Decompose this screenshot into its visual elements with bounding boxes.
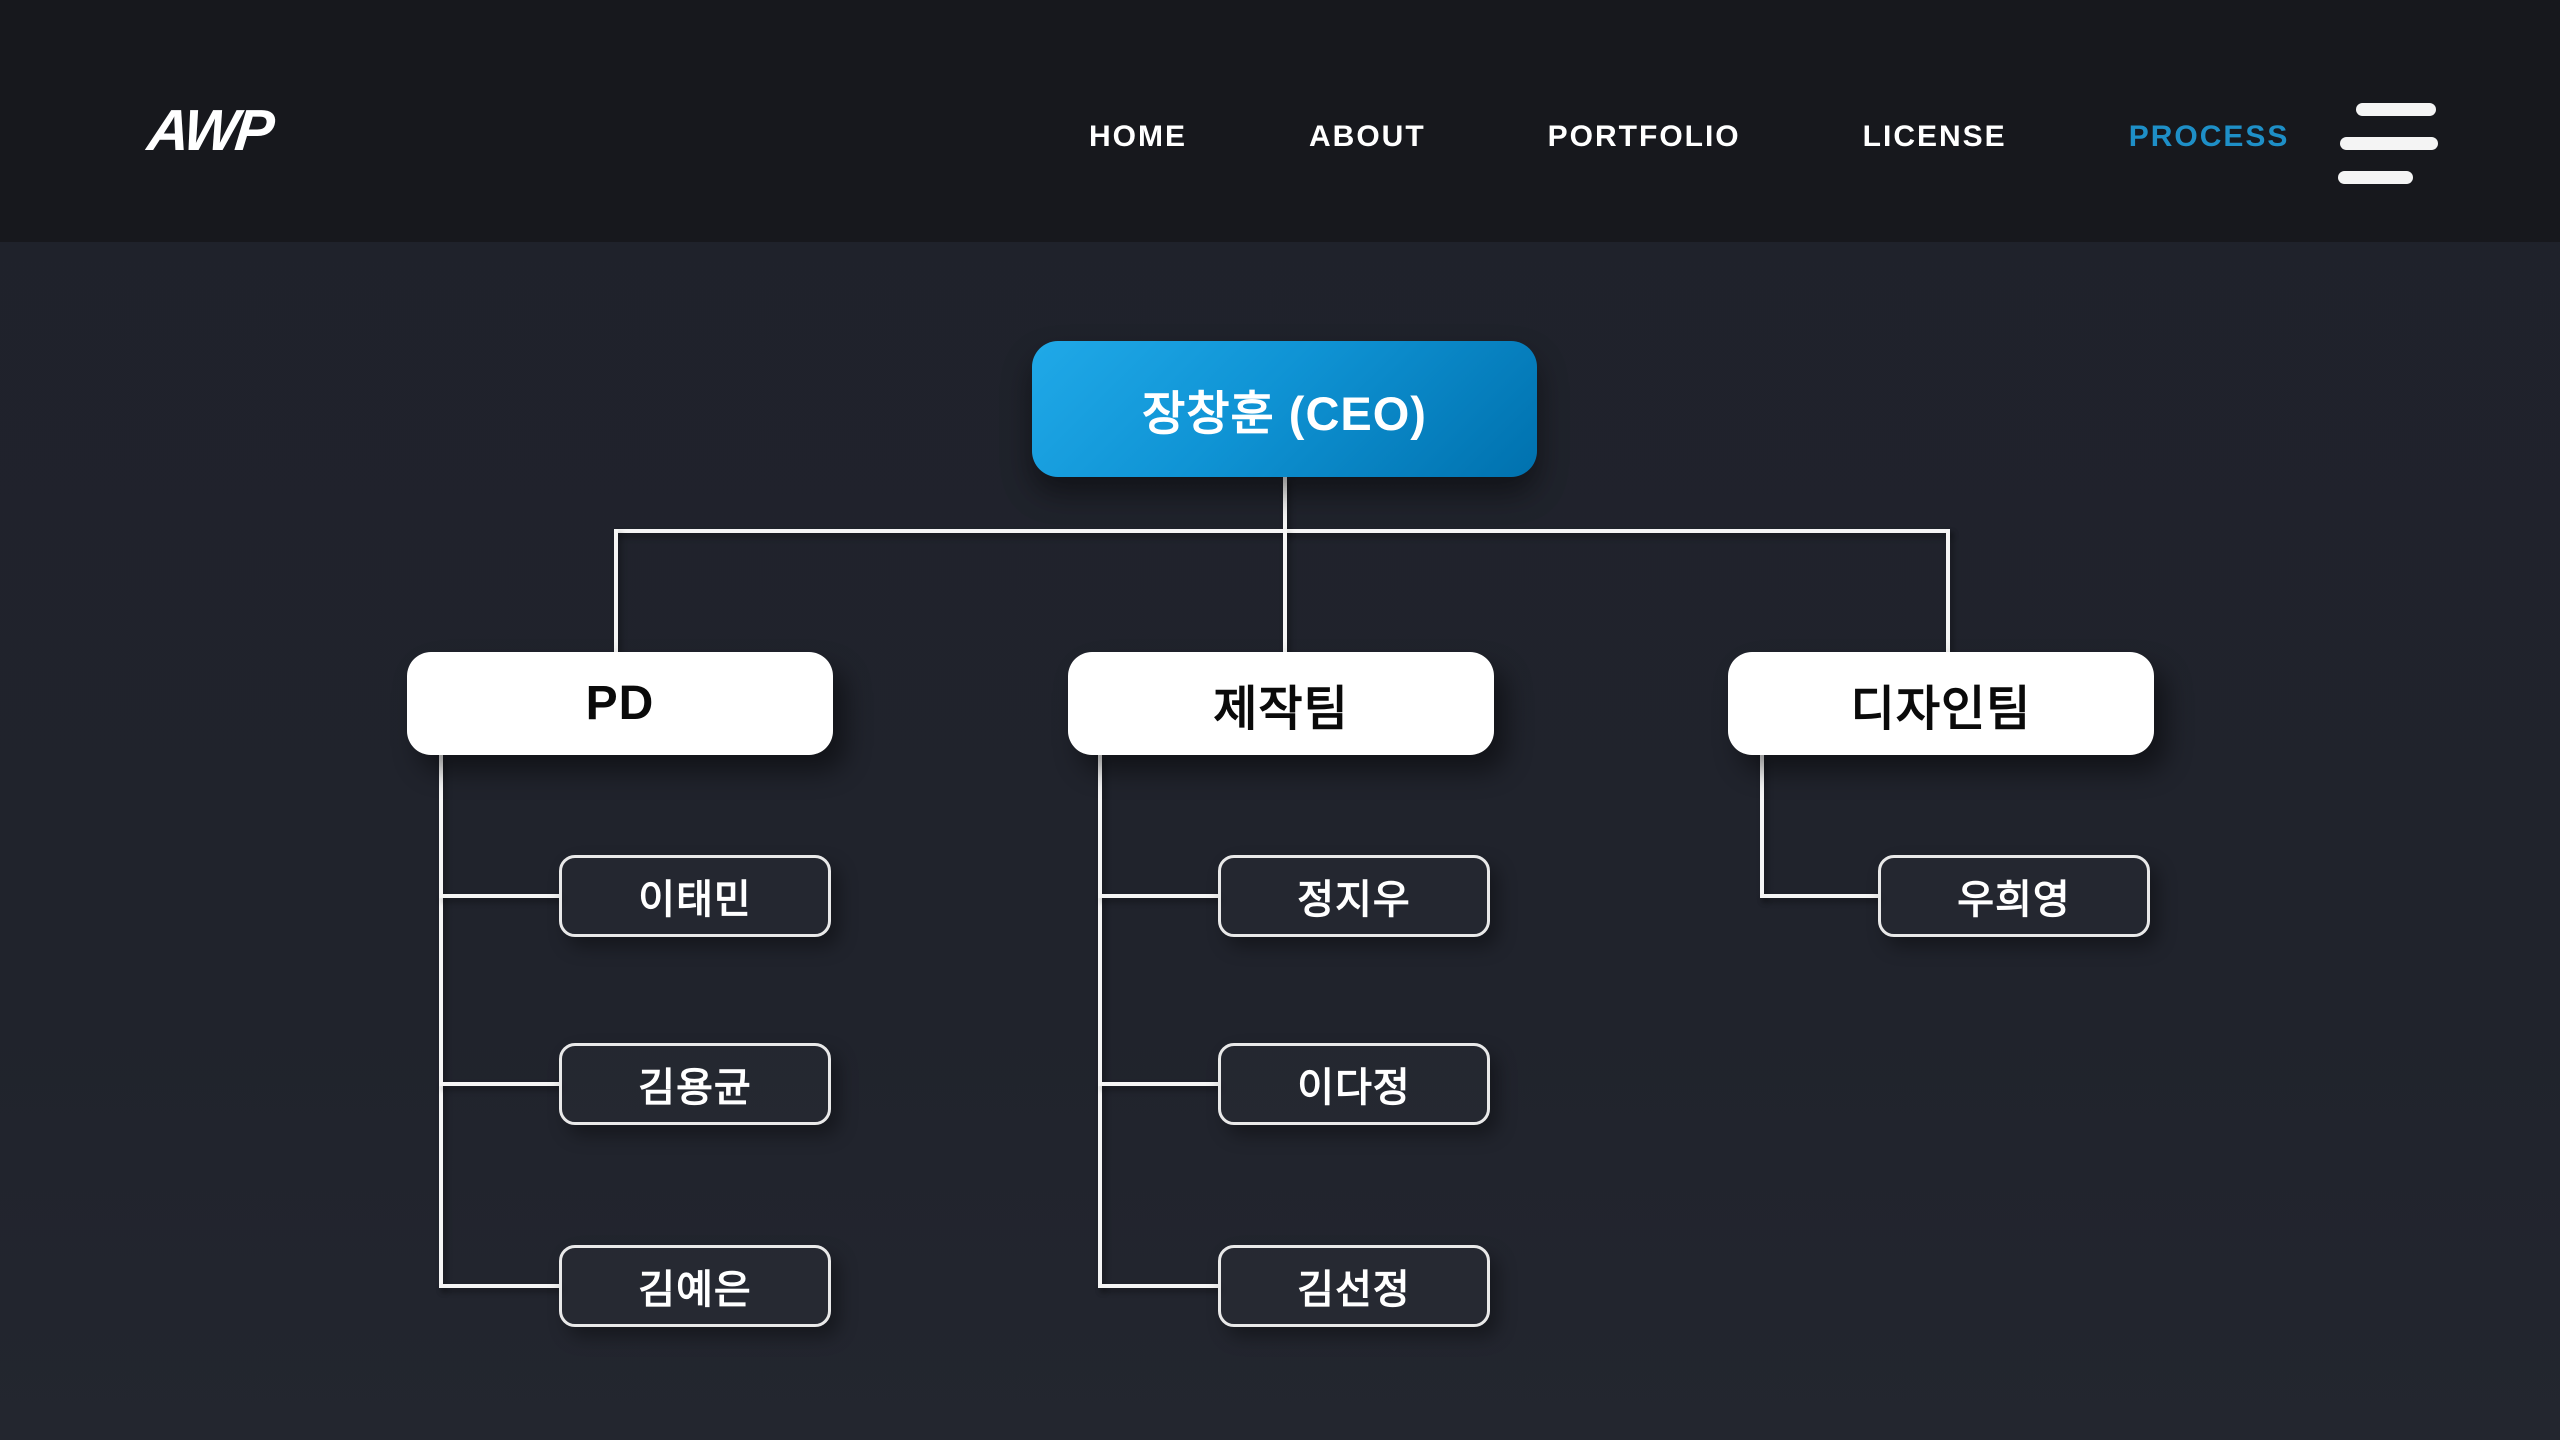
nav-item-home[interactable]: HOME (1089, 120, 1187, 153)
connector-drop-production (1283, 529, 1287, 652)
org-node-member: 우희영 (1878, 855, 2150, 937)
connector-stub-production-2 (1098, 1082, 1218, 1086)
org-node-team-pd: PD (407, 652, 833, 755)
nav-item-about[interactable]: ABOUT (1309, 120, 1426, 153)
org-node-team-pd-label: PD (585, 677, 655, 730)
org-node-member: 이다정 (1218, 1043, 1490, 1125)
member-label: 우희영 (1957, 878, 2071, 922)
hamburger-menu-icon[interactable] (2338, 103, 2438, 185)
org-node-team-design: 디자인팀 (1728, 652, 2154, 755)
awp-logo[interactable]: AWP (144, 98, 275, 163)
member-label: 이다정 (1297, 1066, 1411, 1110)
nav-item-process[interactable]: PROCESS (2128, 120, 2290, 153)
connector-drop-pd (614, 529, 618, 652)
member-label: 정지우 (1297, 878, 1411, 922)
org-node-member: 정지우 (1218, 855, 1490, 937)
connector-spine-design (1760, 755, 1764, 898)
connector-spine-production (1098, 755, 1102, 1288)
connector-spine-pd (439, 755, 443, 1288)
org-node-team-design-label: 디자인팀 (1850, 682, 2032, 736)
org-node-member: 김선정 (1218, 1245, 1490, 1327)
org-node-ceo: 장창훈 (CEO) (1032, 341, 1537, 477)
org-node-team-production-label: 제작팀 (1213, 682, 1349, 736)
member-label: 이태민 (638, 878, 752, 922)
hamburger-bar-top (2356, 103, 2436, 116)
connector-stub-pd-1 (439, 894, 559, 898)
member-label: 김용균 (638, 1066, 752, 1110)
org-node-member: 이태민 (559, 855, 831, 937)
org-node-member: 김용균 (559, 1043, 831, 1125)
nav-item-license[interactable]: LICENSE (1862, 120, 2007, 153)
site-header: AWP HOME ABOUT PORTFOLIO LICENSE PROCESS (0, 0, 2560, 242)
hamburger-bar-middle (2340, 137, 2438, 150)
connector-ceo-down (1283, 477, 1287, 533)
nav-item-portfolio[interactable]: PORTFOLIO (1547, 120, 1741, 153)
connector-stub-design-1 (1760, 894, 1878, 898)
org-node-member: 김예은 (559, 1245, 831, 1327)
member-label: 김예은 (638, 1268, 752, 1312)
connector-stub-pd-2 (439, 1082, 559, 1086)
member-label: 김선정 (1297, 1268, 1411, 1312)
connector-stub-production-1 (1098, 894, 1218, 898)
connector-drop-design (1946, 529, 1950, 652)
org-node-team-production: 제작팀 (1068, 652, 1494, 755)
org-node-ceo-label: 장창훈 (CEO) (1142, 386, 1427, 440)
connector-stub-production-3 (1098, 1284, 1218, 1288)
connector-stub-pd-3 (439, 1284, 559, 1288)
connector-horizontal-main (614, 529, 1950, 533)
hamburger-bar-bottom (2338, 171, 2413, 184)
main-nav: HOME ABOUT PORTFOLIO LICENSE PROCESS (1089, 118, 2289, 156)
